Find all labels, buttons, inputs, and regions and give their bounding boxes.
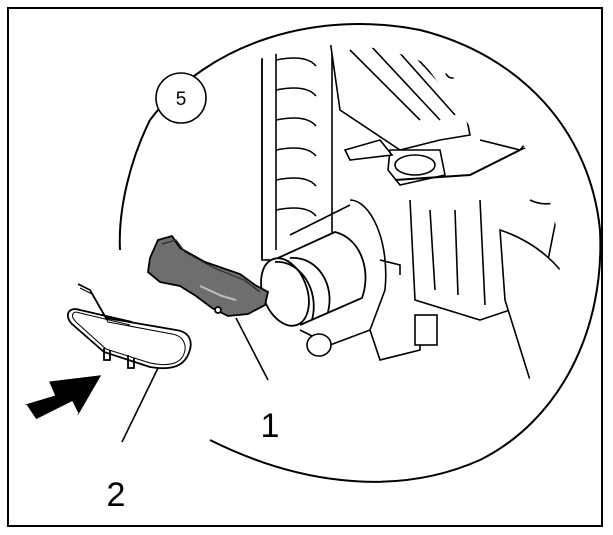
callout-label-2: 2 (107, 476, 126, 514)
step-badge-label: 5 (176, 89, 187, 110)
leader-line-1 (235, 317, 269, 381)
push-arrow-icon (25, 375, 102, 421)
hose-coupling (260, 231, 367, 327)
detail-circle-outline (149, 23, 602, 483)
leader-line-2 (121, 367, 159, 443)
engine-assembly (261, 45, 560, 381)
callout-label-1: 1 (261, 407, 280, 445)
step-badge-circle (155, 72, 207, 124)
part-1-retaining-clip (147, 234, 270, 317)
detail-circle-left-arc (118, 119, 151, 251)
part-2-wire-clip (66, 283, 192, 370)
